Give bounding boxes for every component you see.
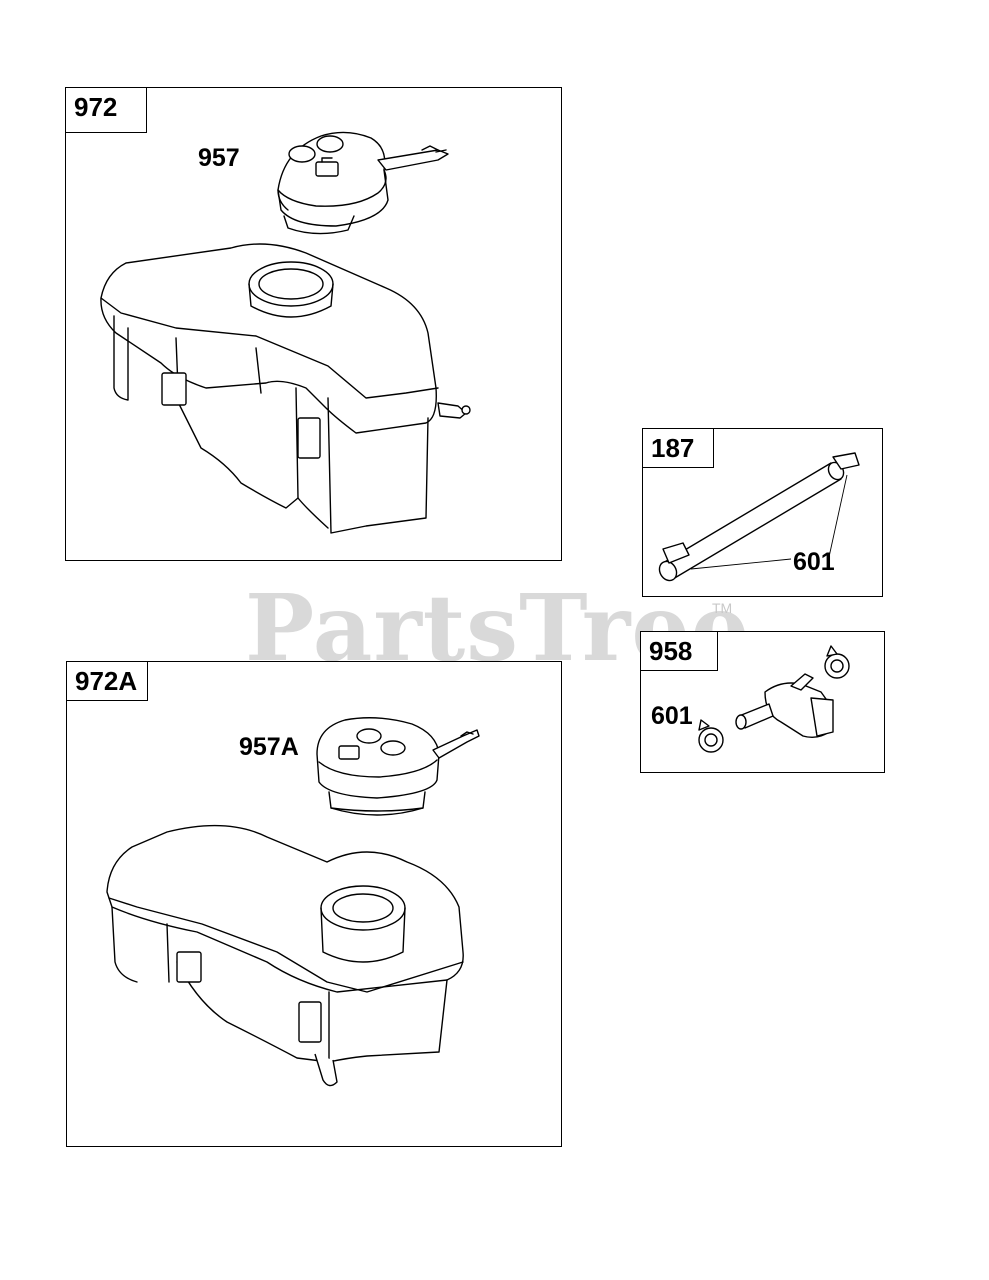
fuel-valve-958-drawing bbox=[698, 645, 850, 753]
callout-957a[interactable]: 957A bbox=[239, 733, 299, 761]
callout-957[interactable]: 957 bbox=[198, 144, 240, 172]
panel-label-187: 187 bbox=[642, 428, 714, 468]
fuel-tank-972a-body bbox=[106, 824, 464, 1087]
panel-958: 958 601 bbox=[640, 631, 885, 773]
fuel-tank-972-drawing bbox=[100, 131, 471, 534]
callout-601-hose[interactable]: 601 bbox=[793, 548, 835, 576]
panel-972a: 972A 957A bbox=[66, 661, 562, 1147]
fuel-tank-972a-drawing bbox=[106, 717, 480, 1087]
fuel-shutoff-valve-958 bbox=[698, 645, 850, 753]
fuel-hose-187 bbox=[658, 452, 860, 582]
panel-label-972a: 972A bbox=[66, 661, 148, 701]
panel-187: 187 601 bbox=[642, 428, 883, 597]
fuel-line-187-drawing bbox=[658, 452, 860, 582]
panel-972: 972 957 bbox=[65, 87, 562, 561]
panel-label-958: 958 bbox=[640, 631, 718, 671]
callout-601-valve[interactable]: 601 bbox=[651, 702, 693, 730]
fuel-cap-957-drawing bbox=[277, 131, 449, 235]
fuel-tank-972-body bbox=[100, 243, 471, 534]
fuel-cap-957a-drawing bbox=[316, 717, 480, 816]
trademark-mark: TM bbox=[712, 600, 733, 616]
panel-label-972: 972 bbox=[65, 87, 147, 133]
